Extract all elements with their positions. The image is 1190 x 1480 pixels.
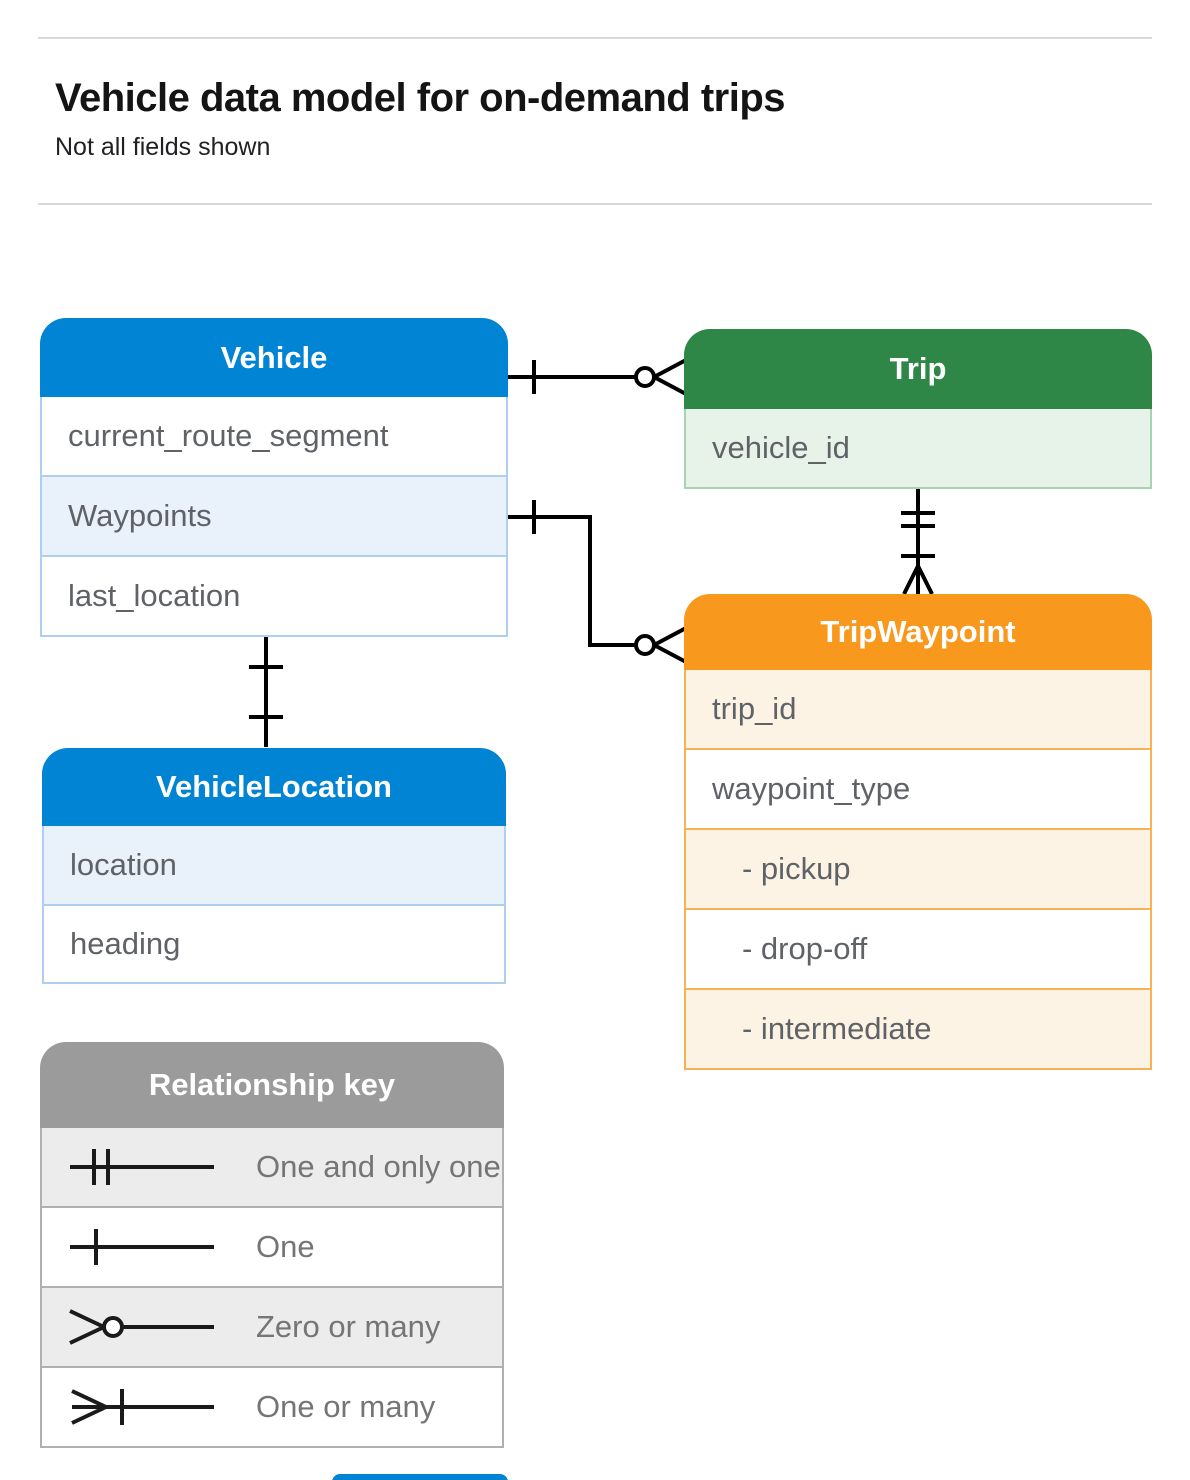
field-label: Waypoints <box>68 498 212 533</box>
legend-row: One and only one <box>42 1128 502 1206</box>
field-label: current_route_segment <box>68 418 389 453</box>
field-label: - pickup <box>742 851 851 886</box>
legend-label: Zero or many <box>256 1309 441 1344</box>
zero-or-many-icon <box>69 1309 214 1345</box>
vehiclelocation-table-title: VehicleLocation <box>42 748 506 826</box>
relationship-key-table: Relationship key One and only one One <box>40 1042 504 1448</box>
page-title: Vehicle data model for on-demand trips <box>55 76 786 120</box>
field-row: - intermediate <box>686 988 1150 1068</box>
field-label: trip_id <box>712 691 797 726</box>
field-row: waypoint_type <box>686 748 1150 828</box>
one-or-many-icon <box>71 1389 214 1425</box>
field-row: last_location <box>42 555 506 635</box>
field-label: location <box>70 847 177 882</box>
legend-row: One or many <box>42 1366 502 1446</box>
field-label: last_location <box>68 578 241 613</box>
page-subtitle: Not all fields shown <box>55 133 271 161</box>
field-label: - drop-off <box>742 931 868 966</box>
vehicle-table-title: Vehicle <box>40 318 508 397</box>
field-row: trip_id <box>686 670 1150 748</box>
legend-row: One <box>42 1206 502 1286</box>
legend-row: Zero or many <box>42 1286 502 1366</box>
field-row: - pickup <box>686 828 1150 908</box>
tripwaypoint-table-body: trip_id waypoint_type - pickup - drop-of… <box>684 670 1152 1070</box>
field-label: heading <box>70 926 181 961</box>
one-and-only-one-icon <box>70 1149 214 1185</box>
connector-vehicle-vehiclelocation <box>249 634 283 747</box>
field-row: - drop-off <box>686 908 1150 988</box>
field-row: Waypoints <box>42 475 506 555</box>
field-row: current_route_segment <box>42 397 506 475</box>
connector-vehicle-trip <box>508 358 687 396</box>
top-divider <box>38 37 1152 39</box>
legend-label: One <box>256 1229 315 1264</box>
legend-label: One and only one <box>256 1149 501 1184</box>
trip-table-title: Trip <box>684 329 1152 409</box>
field-row: heading <box>44 904 504 982</box>
header-divider <box>38 203 1152 205</box>
vehiclelocation-table-body: location heading <box>42 826 506 984</box>
entity-table-vehicle: Vehicle current_route_segment Waypoints … <box>40 318 508 637</box>
connector-trip-tripwaypoint <box>901 489 935 595</box>
vehicle-table-body: current_route_segment Waypoints last_loc… <box>40 397 508 637</box>
relationship-key-body: One and only one One Zero or many <box>40 1128 504 1448</box>
one-icon <box>70 1229 214 1265</box>
connector-waypoints-tripwaypoint <box>508 500 687 664</box>
entity-table-trip: Trip vehicle_id <box>684 329 1152 489</box>
field-label: - intermediate <box>742 1011 932 1046</box>
tripwaypoint-table-title: TripWaypoint <box>684 594 1152 670</box>
relationship-key-title: Relationship key <box>40 1042 504 1128</box>
field-label: waypoint_type <box>712 771 911 806</box>
entity-table-tripwaypoint: TripWaypoint trip_id waypoint_type - pic… <box>684 594 1152 1070</box>
entity-table-vehiclelocation: VehicleLocation location heading <box>42 748 506 984</box>
field-row: vehicle_id <box>686 409 1150 487</box>
field-label: vehicle_id <box>712 430 850 465</box>
legend-label: One or many <box>256 1389 436 1424</box>
trip-table-body: vehicle_id <box>684 409 1152 489</box>
cutoff-table-header <box>332 1474 508 1480</box>
field-row: location <box>44 826 504 904</box>
